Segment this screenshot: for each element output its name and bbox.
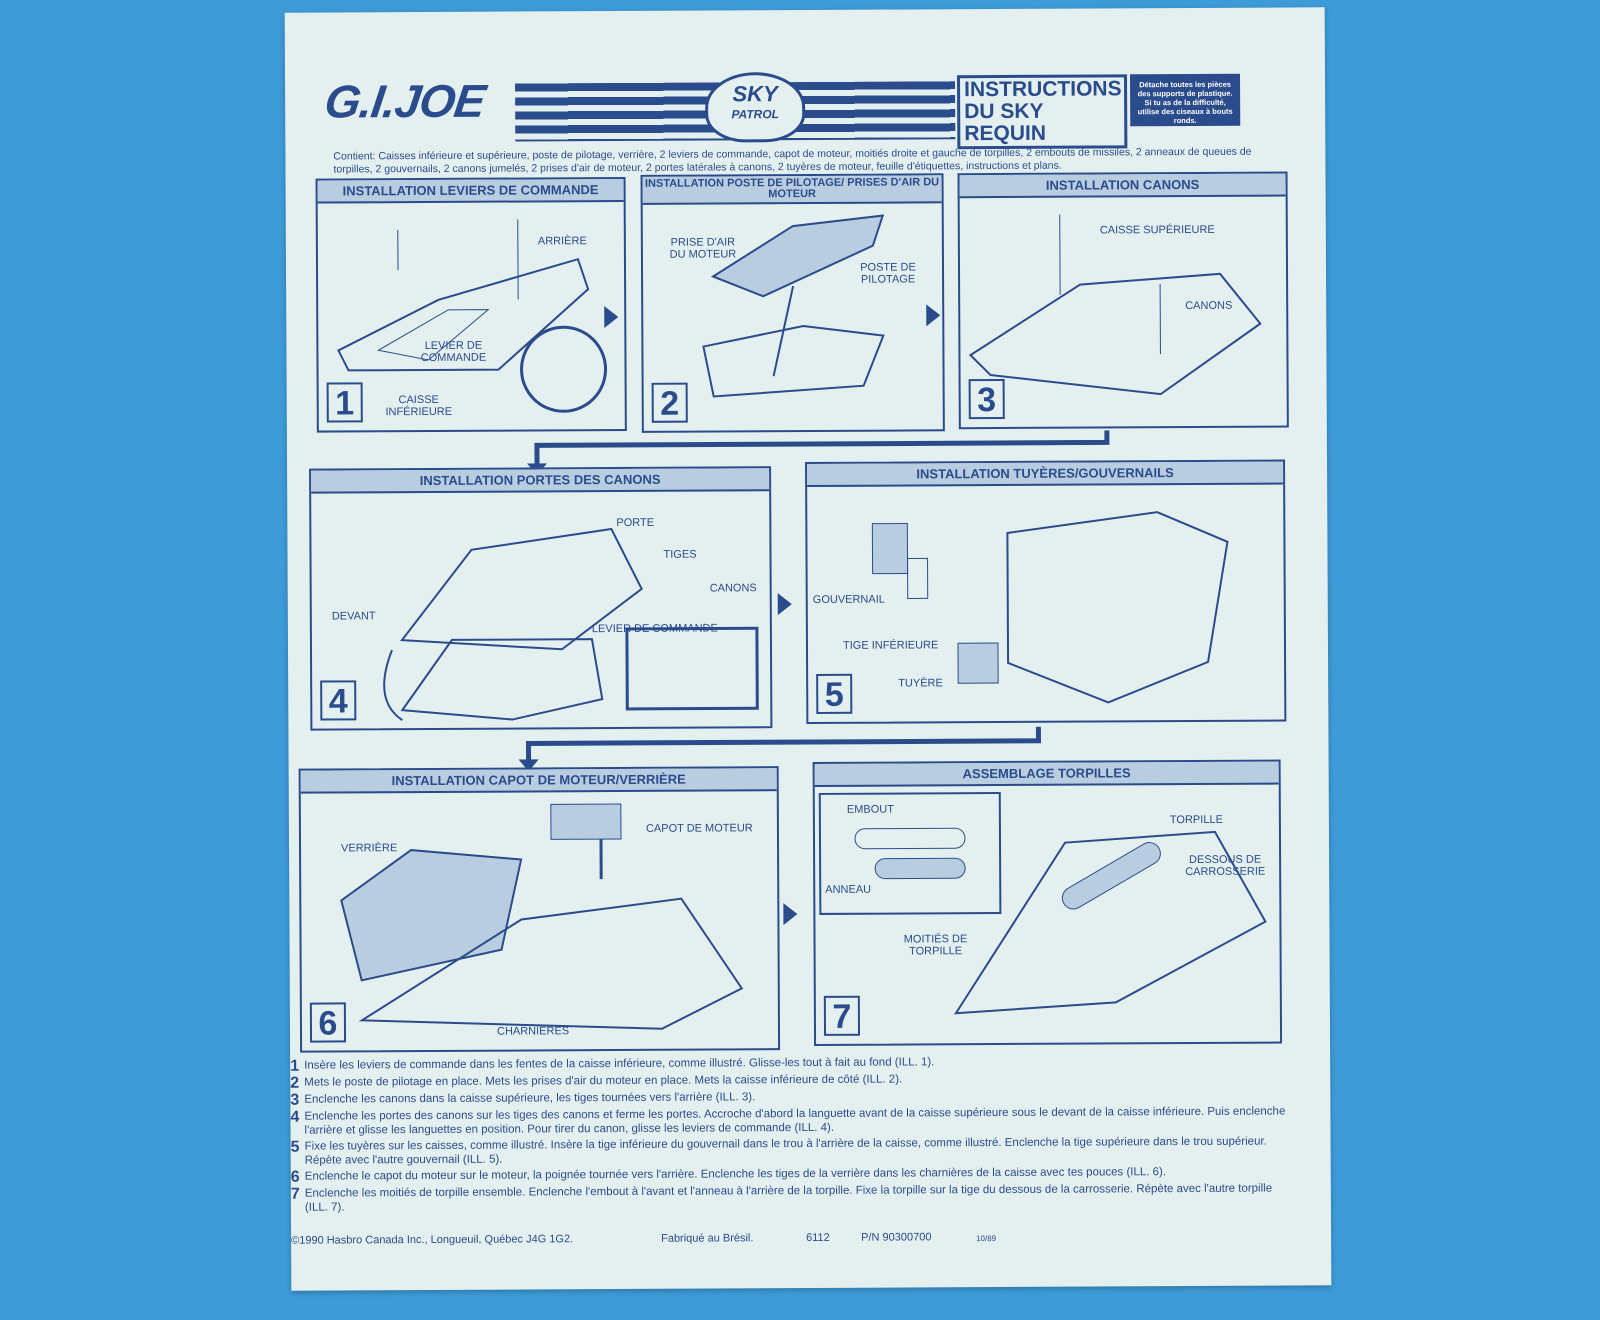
panel-1: INSTALLATION LEVIERS DE COMMANDE ARRIÈRE… (315, 176, 627, 433)
jet-illustration (818, 791, 1267, 1015)
step-number: 6 (309, 1002, 347, 1043)
step-item: 3 Enclenche les canons dans la caisse sup… (290, 1088, 1290, 1109)
label-caisse-inferieure: CAISSE INFÉRIEURE (385, 393, 453, 419)
panel-4: INSTALLATION PORTES DES CANONS PORTE TIG… (309, 466, 773, 731)
title-line1: INSTRUCTIONS (964, 77, 1122, 102)
step-num: 4 (290, 1108, 300, 1126)
label-prise-air: PRISE D'AIR DU MOTEUR (669, 236, 737, 261)
step-number: 1 (326, 382, 363, 423)
panel-5: INSTALLATION TUYÈRES/GOUVERNAILS GOUVERN… (805, 459, 1287, 725)
label-anneau: ANNEAU (825, 883, 872, 896)
title-line2: DU SKY REQUIN (964, 99, 1047, 146)
label-capot-moteur: CAPOT DE MOTEUR (645, 822, 753, 835)
step-text: Enclenche les portes des canons sur les … (304, 1105, 1286, 1137)
step-num: 2 (290, 1074, 300, 1092)
label-tuyere: TUYÈRE (898, 677, 943, 690)
sky-text: SKY (732, 81, 778, 107)
panel-6: INSTALLATION CAPOT DE MOTEUR/VERRIÈRE CA… (298, 766, 781, 1053)
copyright: ©1990 Hasbro Canada Inc., Longueuil, Qué… (291, 1233, 574, 1247)
step-number: 4 (320, 680, 357, 721)
label-charnieres: CHARNIÈRES (496, 1025, 570, 1038)
step-text: Fixe les tuyères sur les caisses, comme … (304, 1135, 1267, 1167)
label-torpille: TORPILLE (1169, 813, 1223, 827)
label-canons: CANONS (1185, 299, 1233, 313)
step-text: Enclenche les canons dans la caisse supé… (304, 1091, 756, 1106)
step-text: Enclenche les moitiés de torpille ensemb… (304, 1182, 1273, 1214)
safety-note: Détache toutes les pièces des supports d… (1129, 73, 1241, 127)
arrow-right-icon (926, 304, 941, 327)
instruction-sheet: G.I.JOE SKY PATROL INSTRUCTIONS DU SKY R… (284, 7, 1332, 1291)
code: 6112 (806, 1231, 830, 1245)
sky-patrol-logo: SKY PATROL (704, 72, 806, 143)
jet-illustration (871, 511, 1229, 704)
step-text: Mets le poste de pilotage en place. Mets… (304, 1073, 903, 1089)
label-verriere: VERRIÈRE (341, 842, 398, 855)
jet-illustration (968, 214, 1262, 396)
label-canons: CANONS (709, 582, 757, 595)
label-tige-inferieure: TIGE INFÉRIEURE (842, 639, 939, 652)
arrow-right-icon (783, 903, 798, 926)
step-num: 7 (290, 1185, 300, 1203)
panel-7: ASSEMBLAGE TORPILLES EMBOUT ANNEAU MOITI… (812, 759, 1283, 1046)
step-number: 3 (968, 378, 1005, 420)
jet-illustration (337, 219, 608, 413)
label-devant: DEVANT (331, 610, 376, 623)
label-arriere: ARRIÈRE (537, 235, 587, 248)
step-num: 6 (290, 1168, 300, 1186)
label-embout: EMBOUT (846, 803, 894, 816)
jet-illustration (702, 214, 885, 398)
step-num: 3 (290, 1091, 300, 1109)
step-text: Enclenche le capot du moteur sur le mote… (304, 1166, 1167, 1183)
print-date: 10/89 (976, 1234, 997, 1244)
label-levier: LEVIER DE COMMANDE (591, 622, 718, 636)
label-levier: LEVIER DE COMMANDE (420, 339, 487, 365)
gijoe-logo: G.I.JOE (321, 74, 488, 128)
step-number: 7 (823, 995, 861, 1036)
part-number: P/N 90300700 (861, 1231, 932, 1244)
page-title: INSTRUCTIONS DU SKY REQUIN (956, 74, 1128, 150)
step-text: Insère les leviers de commande dans les … (304, 1056, 935, 1072)
label-tiges: TIGES (663, 548, 697, 561)
flow-connector (518, 726, 1041, 772)
label-caisse-superieure: CAISSE SUPÉRIEURE (1099, 223, 1215, 237)
step-number: 5 (816, 673, 853, 714)
label-porte: PORTE (616, 516, 655, 530)
label-poste-pilotage: POSTE DE PILOTAGE (860, 261, 916, 286)
step-num: 1 (290, 1057, 300, 1075)
panel-3: INSTALLATION CANONS CAISSE SUPÉRIEURE CA… (957, 171, 1289, 430)
jet-illustration (383, 527, 759, 721)
step-number: 2 (651, 382, 688, 423)
arrow-right-icon (604, 305, 619, 329)
label-gouvernail: GOUVERNAIL (812, 593, 885, 606)
panel-2: INSTALLATION POSTE DE PILOTAGE/ PRISES D… (640, 173, 945, 433)
jet-illustration (340, 803, 744, 1030)
step-num: 5 (290, 1138, 300, 1156)
patrol-text: PATROL (731, 107, 780, 122)
footer: ©1990 Hasbro Canada Inc., Longueuil, Qué… (291, 1229, 1291, 1246)
label-dessous-carrosserie: DESSOUS DE CARROSSERIE (1185, 853, 1266, 879)
arrow-right-icon (777, 593, 792, 616)
label-moities-torpille: MOITIÉS DE TORPILLE (903, 933, 968, 958)
made-in: Fabriqué au Brésil. (661, 1232, 754, 1245)
